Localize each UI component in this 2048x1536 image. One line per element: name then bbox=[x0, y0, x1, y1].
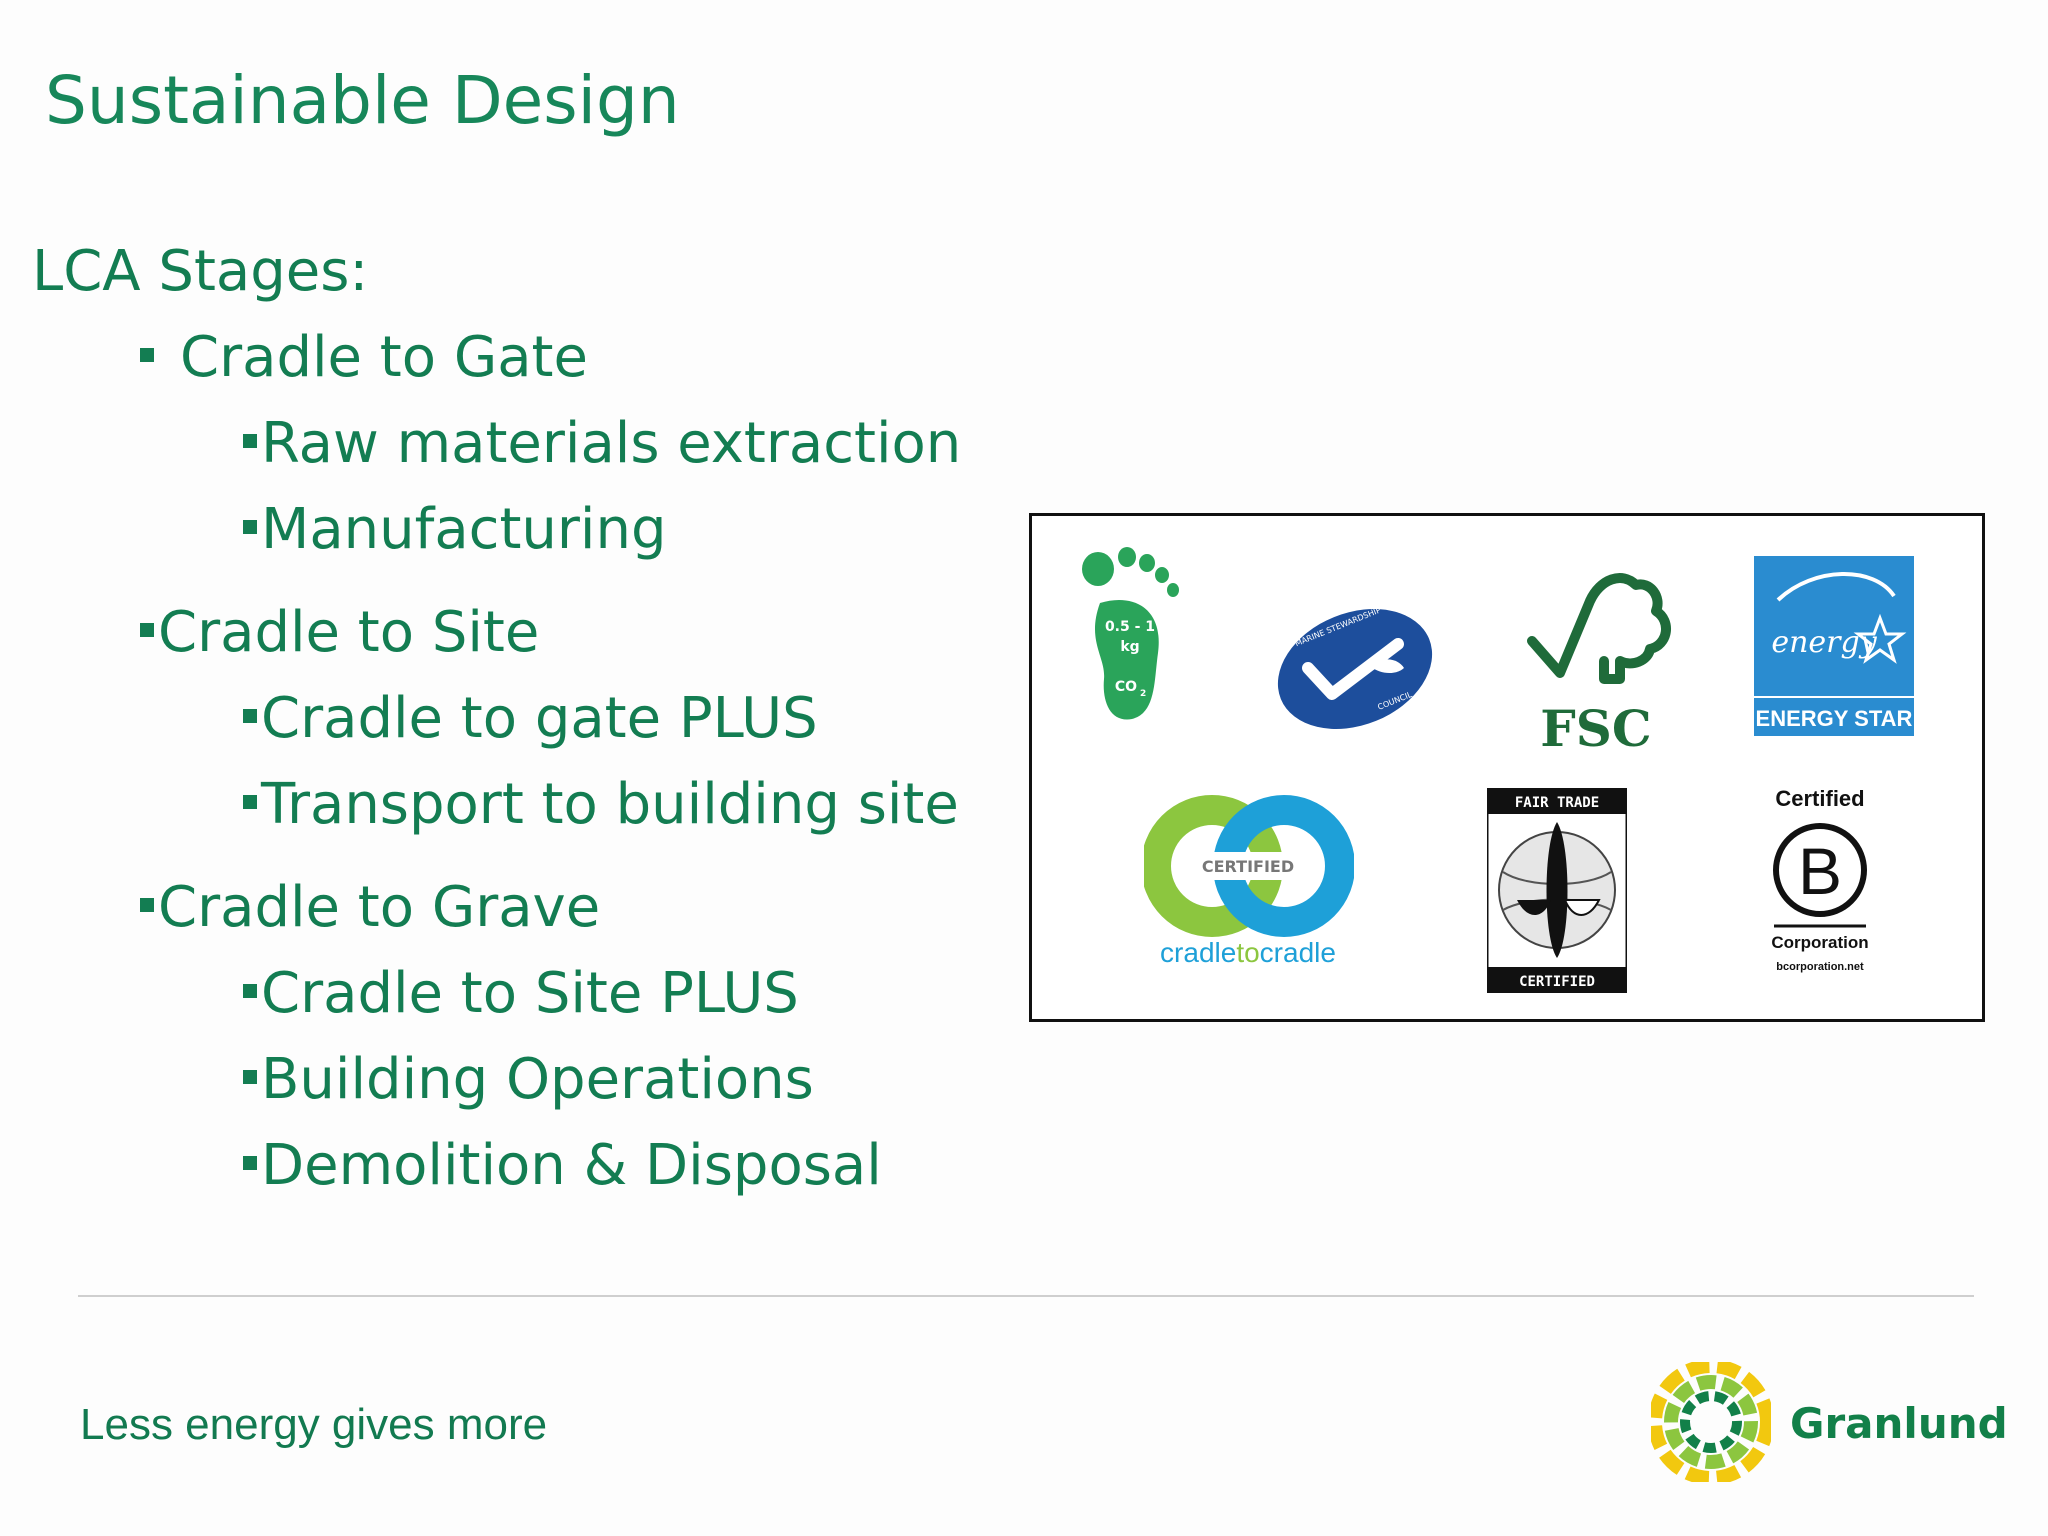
bullet bbox=[243, 794, 257, 809]
fair-trade-bottom-text: CERTIFIED bbox=[1519, 974, 1595, 990]
bcorp-certified: Certified bbox=[1775, 786, 1864, 811]
fair-trade-top-band bbox=[1487, 788, 1627, 814]
logo-ring-middle bbox=[1664, 1375, 1758, 1469]
bullet bbox=[140, 622, 154, 637]
foot-sole-shape bbox=[1094, 599, 1159, 720]
substage-item: Cradle to gate PLUS bbox=[243, 691, 818, 747]
substage-label: Transport to building site bbox=[261, 772, 959, 837]
substage-item: Demolition & Disposal bbox=[243, 1138, 882, 1194]
msc-logo: MARINE STEWARDSHIP COUNCIL bbox=[1277, 605, 1433, 729]
bullet bbox=[243, 983, 257, 998]
stage-item: Cradle to Gate bbox=[140, 330, 588, 386]
energy-star-text: ENERGY STAR bbox=[1756, 706, 1913, 731]
bcorp-url: bcorporation.net bbox=[1776, 961, 1864, 973]
substage-label: Cradle to gate PLUS bbox=[261, 686, 818, 751]
substage-item: Transport to building site bbox=[243, 777, 959, 833]
energy-star-logo: energy ENERGY STAR bbox=[1754, 556, 1914, 736]
logo-ring-outer bbox=[1651, 1362, 1771, 1482]
toe-shape bbox=[1118, 547, 1136, 567]
c2c-word-1: cradle bbox=[1160, 937, 1236, 968]
substage-item: Cradle to Site PLUS bbox=[243, 966, 799, 1022]
bullet bbox=[243, 1069, 257, 1084]
star-icon bbox=[1853, 613, 1907, 664]
cradle-to-cradle-logo: CERTIFIED cradletocradle bbox=[1144, 795, 1354, 968]
stage-label: Cradle to Gate bbox=[180, 325, 588, 390]
substage-label: Manufacturing bbox=[261, 497, 667, 562]
msc-check bbox=[1302, 638, 1404, 700]
c2c-badge: CERTIFIED bbox=[1202, 857, 1294, 876]
bullet bbox=[243, 433, 257, 448]
logo-ring-inner bbox=[1680, 1391, 1742, 1453]
footprint-co2: CO bbox=[1115, 679, 1137, 695]
c2c-badge-bg bbox=[1188, 852, 1312, 880]
bullet bbox=[243, 708, 257, 723]
bcorp-corporation: Corporation bbox=[1771, 933, 1868, 952]
fsc-logo: FSC bbox=[1527, 573, 1671, 758]
c2c-wordmark: cradletocradle bbox=[1160, 937, 1336, 968]
scale-right-pan bbox=[1563, 899, 1601, 916]
substage-item: Raw materials extraction bbox=[243, 416, 961, 472]
bcorp-letter: B bbox=[1798, 834, 1842, 908]
footprint-co2-sub: 2 bbox=[1140, 689, 1146, 699]
substage-label: Demolition & Disposal bbox=[261, 1133, 882, 1198]
granlund-logo-mark bbox=[1651, 1362, 1771, 1482]
bullet bbox=[140, 897, 154, 912]
certification-logos-panel: 0.5 - 1 kg CO 2 MARINE STEWARDSHIP COUNC… bbox=[1029, 513, 1985, 1022]
c2c-word-3: cradle bbox=[1260, 937, 1336, 968]
footer-divider bbox=[78, 1295, 1974, 1297]
brand-name: Granlund bbox=[1790, 1399, 2008, 1448]
b-corp-logo: Certified B Corporation bcorporation.net bbox=[1771, 786, 1868, 973]
stage-item: Cradle to Grave bbox=[140, 880, 600, 936]
fair-trade-logo: FAIR TRADE CERTIFIED bbox=[1487, 788, 1627, 993]
bullet bbox=[140, 347, 154, 362]
bcorp-circle bbox=[1773, 823, 1867, 917]
toe-shape bbox=[1167, 583, 1179, 597]
c2c-word-2: to bbox=[1236, 937, 1259, 968]
scale-left-pan bbox=[1517, 900, 1551, 915]
carbon-footprint-logo: 0.5 - 1 kg CO 2 bbox=[1082, 547, 1179, 720]
fsc-text: FSC bbox=[1540, 699, 1651, 758]
slide-title: Sustainable Design bbox=[45, 62, 680, 139]
energy-star-rule bbox=[1754, 696, 1914, 698]
footprint-unit: kg bbox=[1120, 639, 1139, 655]
fair-trade-figure bbox=[1546, 822, 1568, 958]
substage-label: Raw materials extraction bbox=[261, 411, 962, 476]
stage-label: Cradle to Site bbox=[158, 600, 540, 665]
bullet bbox=[243, 519, 257, 534]
energy-star-script: energy bbox=[1771, 625, 1877, 660]
fair-trade-bottom-band bbox=[1487, 967, 1627, 993]
toe-shape bbox=[1082, 552, 1114, 586]
lca-heading: LCA Stages: bbox=[32, 239, 369, 304]
fair-trade-top-text: FAIR TRADE bbox=[1515, 795, 1599, 811]
toe-shape bbox=[1155, 567, 1169, 583]
toe-shape bbox=[1139, 554, 1155, 572]
stage-label: Cradle to Grave bbox=[158, 875, 601, 940]
msc-fish bbox=[1370, 659, 1404, 673]
bullet bbox=[243, 1155, 257, 1170]
footprint-value: 0.5 - 1 bbox=[1105, 619, 1155, 635]
substage-label: Building Operations bbox=[261, 1047, 814, 1112]
energy-star-arc bbox=[1776, 572, 1896, 602]
msc-oval bbox=[1277, 609, 1433, 729]
substage-item: Manufacturing bbox=[243, 502, 667, 558]
footer-tagline: Less energy gives more bbox=[80, 1400, 548, 1449]
substage-item: Building Operations bbox=[243, 1052, 814, 1108]
fsc-tree-check bbox=[1527, 573, 1671, 684]
stage-item: Cradle to Site bbox=[140, 605, 539, 661]
substage-label: Cradle to Site PLUS bbox=[261, 961, 799, 1026]
